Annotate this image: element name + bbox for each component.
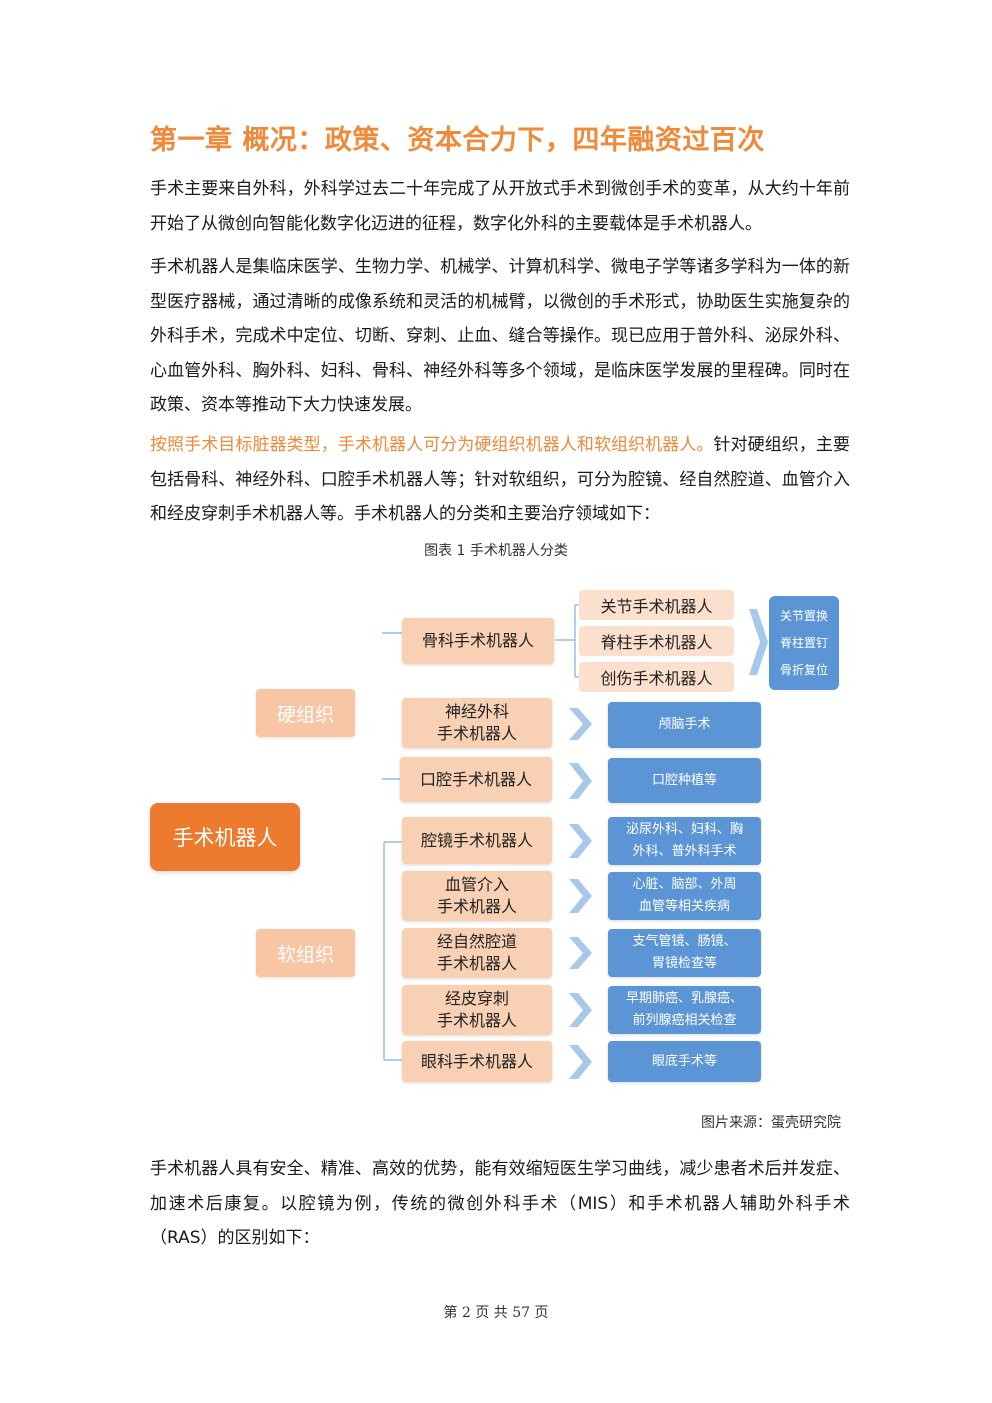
arrow-icon xyxy=(569,1045,592,1079)
arrow-icon xyxy=(569,993,592,1027)
category-vascular: 血管介入 手术机器人 xyxy=(402,871,552,921)
paragraph-advantages: 手术机器人具有安全、精准、高效的优势，能有效缩短医生学习曲线，减少患者术后并发症… xyxy=(150,1159,850,1248)
group-hard-tissue: 硬组织 xyxy=(256,689,355,737)
arrow-icon xyxy=(569,879,592,913)
field-laparoscopic: 泌尿外科、妇科、胸 外科、普外科手术 xyxy=(608,817,761,865)
paragraph-classification: 按照手术目标脏器类型，手术机器人可分为硬组织机器人和软组织机器人。针对硬组织，主… xyxy=(150,428,850,532)
diagram-root: 手术机器人 xyxy=(150,803,300,871)
subtype-spine: 脊柱手术机器人 xyxy=(579,626,734,656)
field-vascular: 心脏、脑部、外周 血管等相关疾病 xyxy=(608,872,761,920)
subtype-trauma: 创伤手术机器人 xyxy=(579,662,734,692)
arrow-icon xyxy=(569,937,592,969)
arrow-icon xyxy=(569,708,592,740)
classification-text: 针对硬组织，主要包括骨科、神经外科、口腔手术机器人等；针对软组织，可分为腔镜、经… xyxy=(150,435,851,524)
highlight-text: 按照手术目标脏器类型，手术机器人可分为硬组织机器人和软组织机器人。 xyxy=(150,435,714,455)
chapter-title: 第一章 概况：政策、资本合力下，四年融资过百次 xyxy=(150,125,765,156)
field-ophthalmic: 眼底手术等 xyxy=(608,1041,761,1082)
field-orthopedic: 关节置换 脊柱置钉 骨折复位 xyxy=(769,596,839,690)
field-neurosurgery: 颅脑手术 xyxy=(608,702,761,748)
category-ophthalmic: 眼科手术机器人 xyxy=(402,1041,552,1082)
category-natural-orifice: 经自然腔道 手术机器人 xyxy=(402,928,552,978)
arrow-icon xyxy=(749,609,768,675)
group-soft-tissue: 软组织 xyxy=(256,929,355,977)
arrow-icon xyxy=(569,763,592,799)
field-dental: 口腔种植等 xyxy=(608,758,761,803)
figure-caption: 图表 1 手术机器人分类 xyxy=(424,543,568,559)
subtype-joint: 关节手术机器人 xyxy=(579,590,734,620)
category-dental: 口腔手术机器人 xyxy=(400,757,552,802)
arrow-icon xyxy=(569,824,592,858)
paragraph-definition: 手术机器人是集临床医学、生物力学、机械学、计算机科学、微电子学等诸多学科为一体的… xyxy=(150,257,850,415)
paragraph-intro: 手术主要来自外科，外科学过去二十年完成了从开放式手术到微创手术的变革，从大约十年… xyxy=(150,179,850,234)
field-percutaneous: 早期肺癌、乳腺癌、 前列腺癌相关检查 xyxy=(608,986,761,1034)
category-laparoscopic: 腔镜手术机器人 xyxy=(402,817,552,864)
figure-source: 图片来源：蛋壳研究院 xyxy=(701,1115,841,1131)
field-natural-orifice: 支气管镜、肠镜、 胃镜检查等 xyxy=(608,929,761,977)
category-orthopedic: 骨科手术机器人 xyxy=(402,618,554,664)
category-neurosurgery: 神经外科 手术机器人 xyxy=(402,698,552,748)
page-footer: 第 2 页 共 57 页 xyxy=(443,1305,549,1321)
category-percutaneous: 经皮穿刺 手术机器人 xyxy=(402,985,552,1035)
